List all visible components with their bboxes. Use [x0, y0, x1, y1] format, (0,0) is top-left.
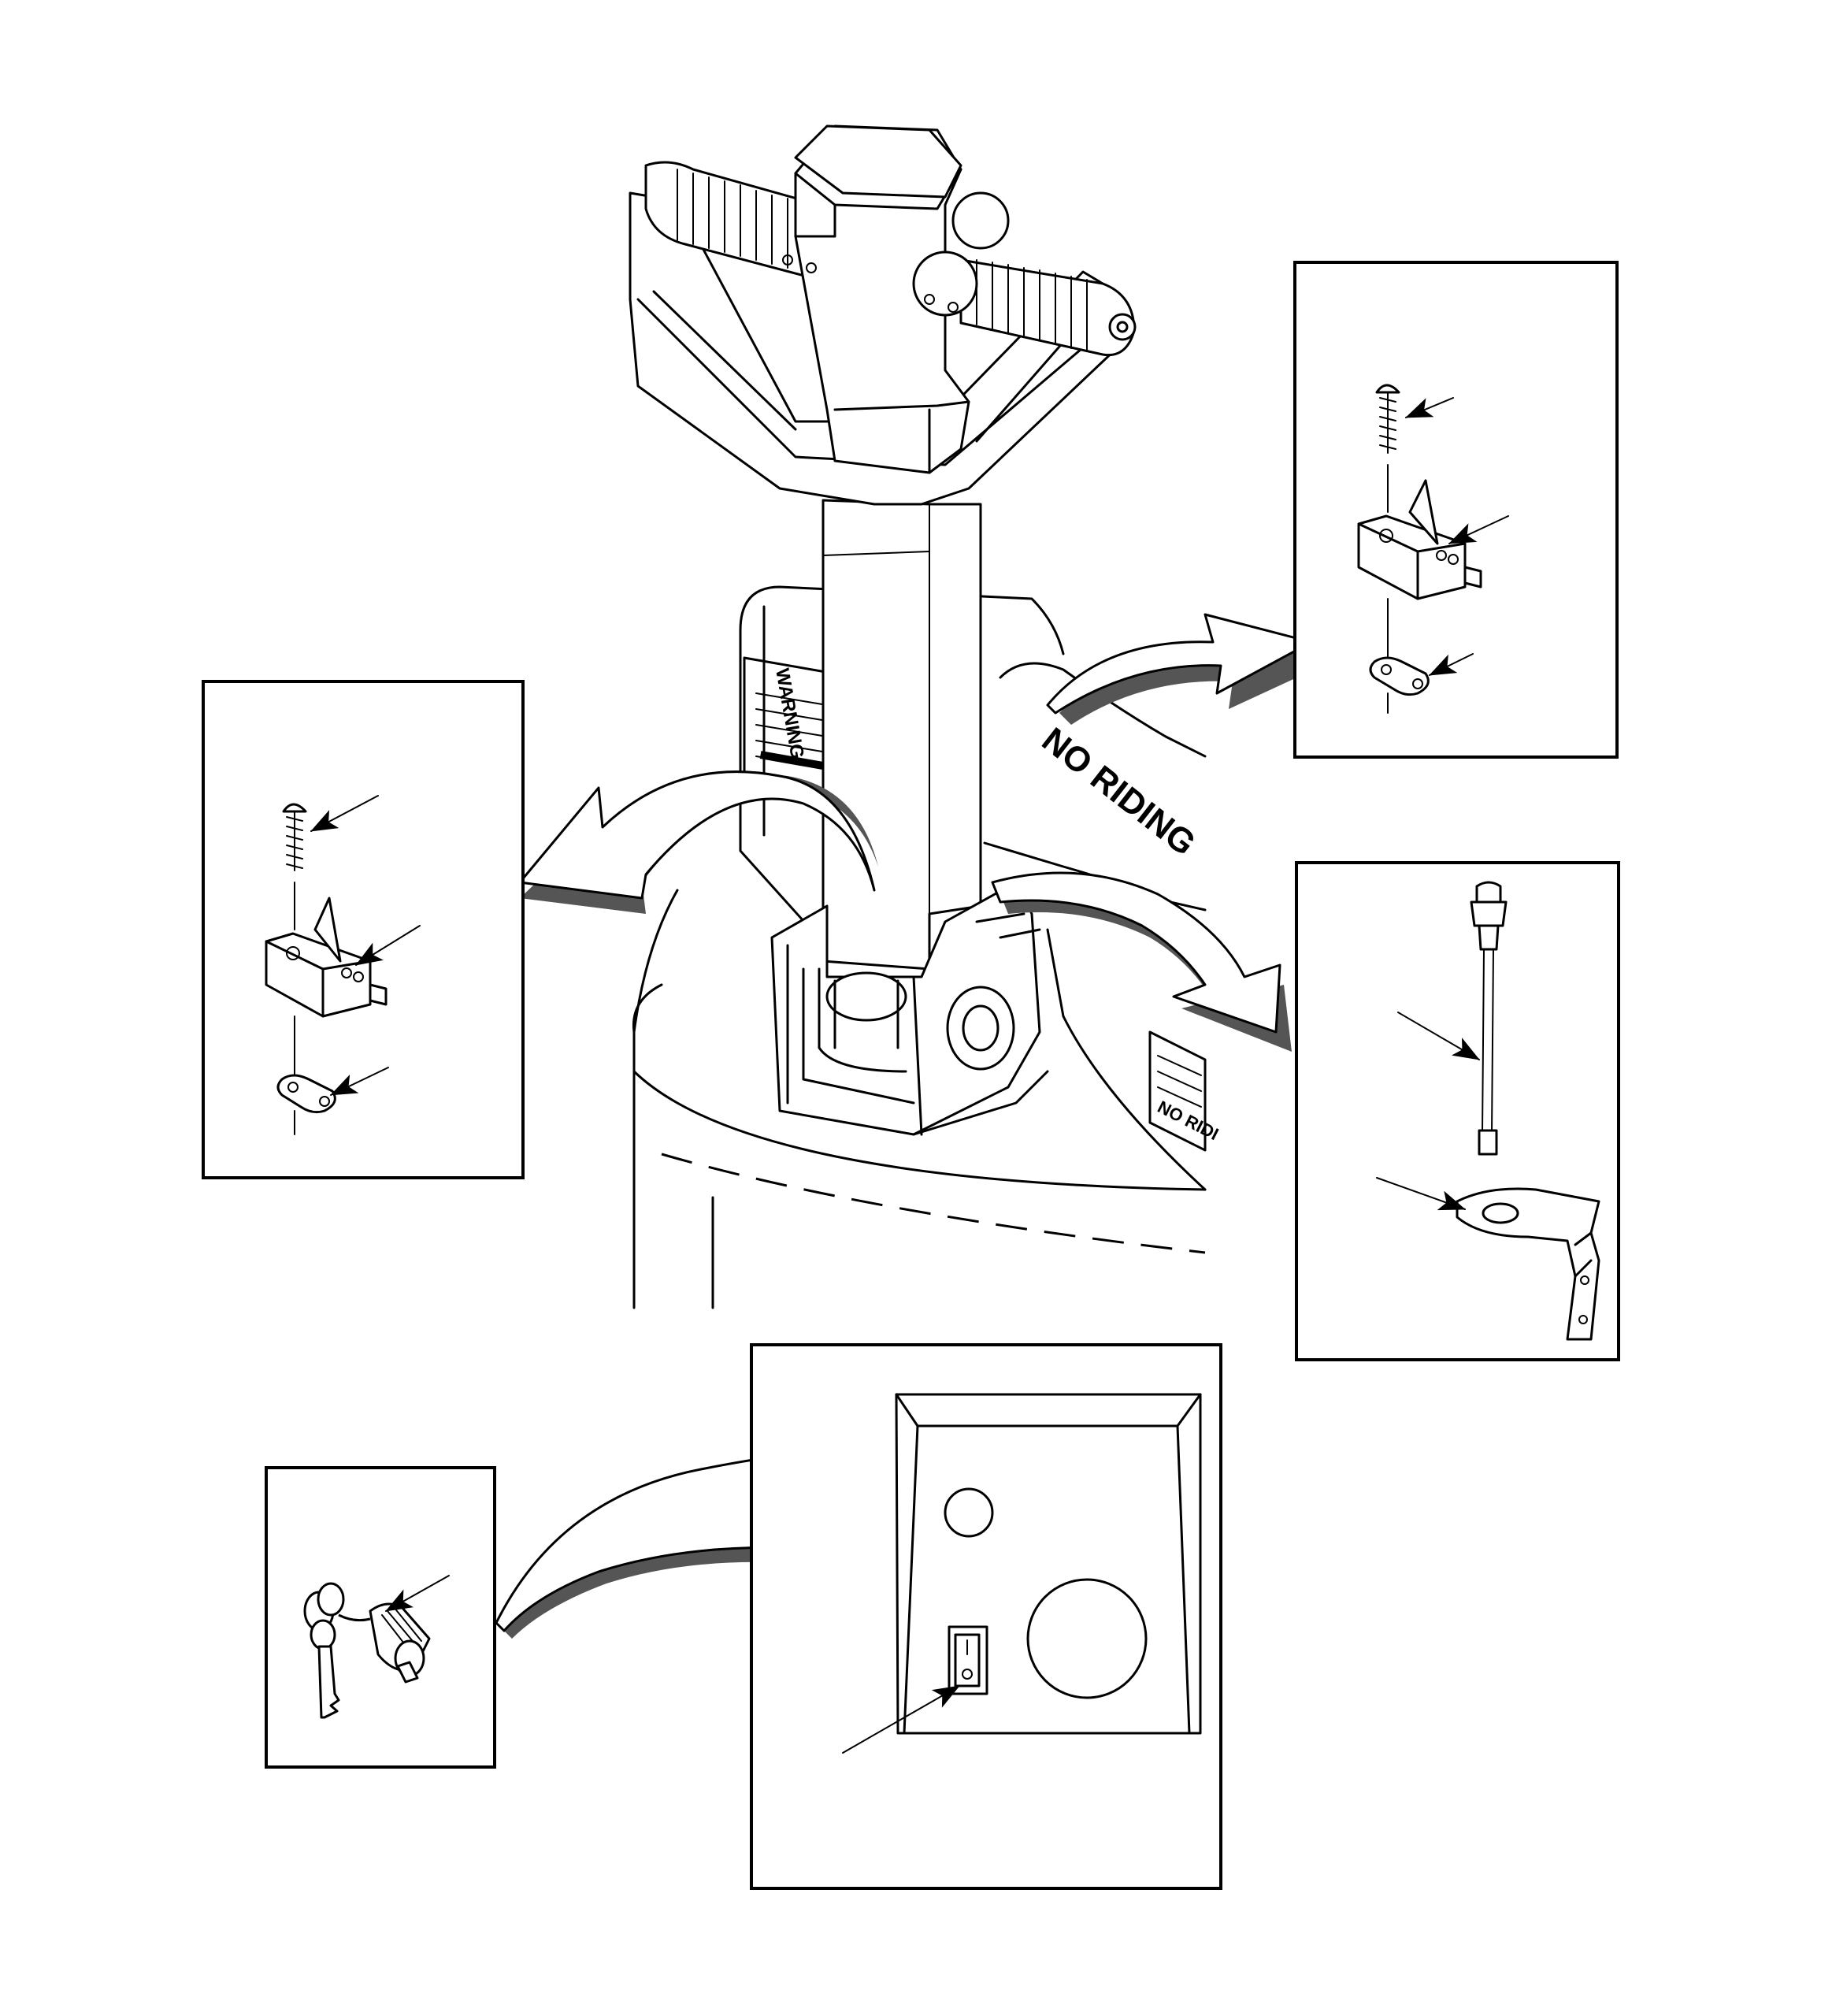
right-grip [959, 258, 1137, 357]
callout-leader [385, 1575, 450, 1612]
callout-leader [1448, 515, 1509, 544]
body-cut-dashed-line [661, 1153, 1206, 1254]
backing-plate-icon [1369, 598, 1430, 714]
steering-column [821, 499, 982, 971]
key-switch-icon [303, 1582, 431, 1719]
inset-control-panel [750, 1343, 1222, 1890]
callout-leader [842, 1685, 960, 1754]
pointer-arrow-to-right-inset [991, 871, 1292, 1052]
gauge-opening-icon [1026, 1578, 1148, 1699]
pointer-arrow-to-top-right-inset [1046, 613, 1331, 725]
callout-leader [1429, 653, 1474, 676]
screw-icon [282, 803, 307, 871]
control-handle [629, 124, 1137, 506]
inset-top-right-switch [1293, 261, 1619, 759]
no-riding-side-decal: NO RIDI [1148, 1030, 1222, 1152]
callout-leader [310, 795, 379, 832]
callout-leader [1397, 1012, 1480, 1060]
screw-icon [1375, 384, 1400, 454]
rocker-switch-icon [948, 1625, 988, 1695]
inset-left-switch [202, 680, 525, 1179]
key-switch-hole-icon [944, 1487, 994, 1538]
svg-text:NO RIDI: NO RIDI [1155, 1097, 1222, 1144]
micro-switch-icon [1357, 464, 1482, 600]
callout-leader [1405, 397, 1454, 418]
inset-right-horn [1295, 861, 1620, 1361]
backing-plate-icon [276, 1015, 336, 1135]
callout-leader [330, 1067, 389, 1096]
inset-key-switch [265, 1466, 496, 1769]
horn-button-harness-icon [1470, 881, 1508, 1156]
pivot-casting [770, 881, 1049, 1136]
callout-leader [355, 925, 421, 966]
callout-leader [1376, 1177, 1466, 1211]
micro-switch-icon [265, 882, 388, 1018]
pointer-arrow-to-left-inset [518, 770, 878, 914]
mounting-bracket-icon [1456, 1187, 1600, 1341]
